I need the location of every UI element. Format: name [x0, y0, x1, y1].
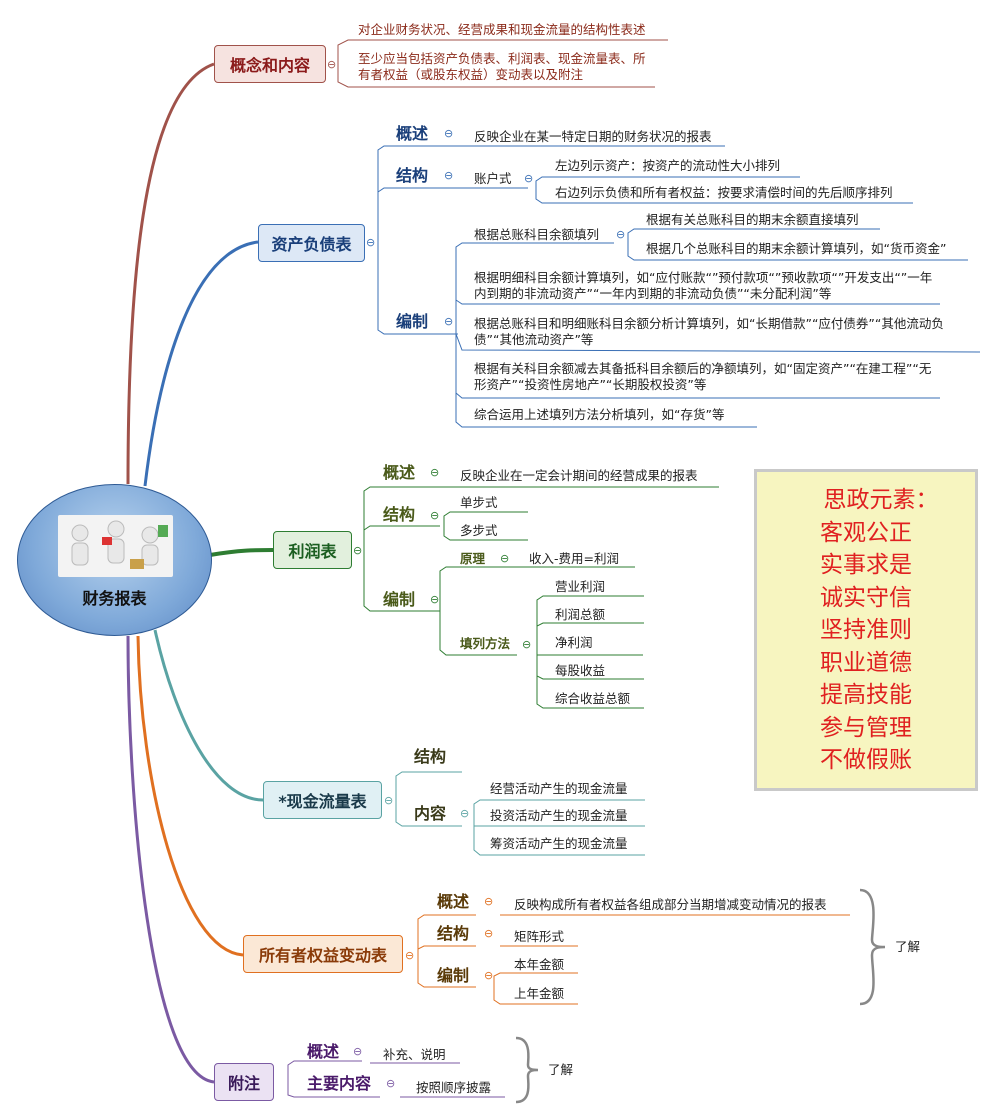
notes-overview-text: 补充、说明: [383, 1047, 446, 1062]
ideology-item: 坚持准则: [820, 617, 912, 643]
equity-compile-item-1: 本年金额: [514, 957, 565, 972]
cashflow-content-label: 内容: [414, 804, 447, 823]
balance-compile-sub-item-2: 根据几个总账科目的期末余额计算填列，如“货币资金”: [646, 241, 947, 256]
profit-overview-label: 概述: [383, 463, 416, 482]
equity-structure-text: 矩阵形式: [514, 929, 565, 944]
cashflow-structure-label: 结构: [414, 747, 447, 766]
collapse-icon[interactable]: ⊖: [444, 127, 454, 140]
profit-method-item-2: 利润总额: [555, 607, 606, 622]
collapse-icon[interactable]: ⊖: [405, 949, 415, 962]
notes-title: 附注: [227, 1074, 260, 1093]
profit-principle-text: 收入-费用=利润: [529, 551, 619, 566]
notes-overview-label: 概述: [307, 1042, 340, 1061]
equity-overview-label: 概述: [437, 892, 470, 911]
balance-compile-label: 编制: [396, 312, 429, 331]
collapse-icon[interactable]: ⊖: [353, 544, 363, 557]
collapse-icon[interactable]: ⊖: [500, 552, 510, 565]
profit-structure-label: 结构: [383, 505, 416, 524]
cashflow-content-item-1: 经营活动产生的现金流量: [490, 781, 628, 796]
notes-brace-note: 了解: [548, 1062, 574, 1077]
balance-structure-label: 结构: [396, 166, 429, 185]
profit-title: 利润表: [288, 542, 337, 561]
balance-compile-item-3: 根据有关科目余额减去其备抵科目余额后的净额填列，如“固定资产”“在建工程”“无形…: [474, 361, 932, 392]
collapse-icon[interactable]: ⊖: [430, 466, 440, 479]
balance-structure-type: 账户式: [474, 171, 512, 186]
equity-node[interactable]: 所有者权益变动表: [243, 935, 403, 973]
collapse-icon[interactable]: ⊖: [460, 807, 470, 820]
equity-overview-text: 反映构成所有者权益各组成部分当期增减变动情况的报表: [514, 897, 827, 912]
equity-compile-item-2: 上年金额: [514, 986, 565, 1001]
ideology-item: 职业道德: [820, 649, 912, 676]
collapse-icon[interactable]: ⊖: [444, 169, 454, 182]
profit-compile-label: 编制: [383, 590, 416, 609]
collapse-icon[interactable]: ⊖: [484, 895, 494, 908]
profit-overview-text: 反映企业在一定会计期间的经营成果的报表: [460, 468, 698, 483]
notes-main-label: 主要内容: [307, 1074, 372, 1093]
collapse-icon[interactable]: ⊖: [384, 794, 394, 807]
balance-compile-item-1: 根据明细科目余额计算填列，如“应付账款“”预付款项“”预收款项“”开发支出“”一…: [474, 270, 933, 301]
balance-node[interactable]: 资产负债表: [258, 224, 365, 262]
balance-structure-item-2: 右边列示负债和所有者权益：按要求清偿时间的先后顺序排列: [555, 185, 893, 200]
balance-overview-label: 概述: [396, 124, 429, 143]
profit-method-label: 填列方法: [460, 636, 511, 651]
profit-method-item-4: 每股收益: [555, 663, 606, 678]
profit-structure-item-2: 多步式: [460, 523, 498, 538]
ideology-title: 思政元素：: [823, 487, 939, 513]
cashflow-content-item-3: 筹资活动产生的现金流量: [490, 836, 628, 851]
ideology-box: 思政元素： 客观公正 实事求是 诚实守信 坚持准则 职业道德 提高技能 参与管理…: [754, 469, 978, 791]
collapse-icon[interactable]: ⊖: [327, 58, 337, 71]
collapse-icon[interactable]: ⊖: [353, 1045, 363, 1058]
collapse-icon[interactable]: ⊖: [386, 1077, 396, 1090]
balance-overview-text: 反映企业在某一特定日期的财务状况的报表: [474, 129, 712, 144]
profit-method-item-1: 营业利润: [555, 579, 606, 594]
ideology-item: 提高技能: [820, 682, 912, 708]
collapse-icon[interactable]: ⊖: [522, 638, 532, 651]
collapse-icon[interactable]: ⊖: [430, 509, 440, 522]
notes-main-text: 按照顺序披露: [416, 1080, 492, 1095]
balance-compile-sub-item-1: 根据有关总账科目的期末余额直接填列: [646, 212, 859, 227]
collapse-icon[interactable]: ⊖: [430, 593, 440, 606]
concept-title: 概念和内容: [229, 56, 310, 75]
equity-compile-label: 编制: [437, 966, 470, 985]
balance-compile-item-2: 根据总账科目和明细账科目余额分析计算填列，如“长期借款”“应付债券”“其他流动负…: [474, 316, 944, 347]
profit-principle-label: 原理: [460, 551, 486, 566]
equity-title: 所有者权益变动表: [258, 946, 387, 965]
balance-compile-item-4: 综合运用上述填列方法分析填列，如“存货”等: [474, 407, 725, 422]
collapse-icon[interactable]: ⊖: [524, 172, 534, 185]
concept-item-1: 对企业财务状况、经营成果和现金流量的结构性表述: [358, 22, 646, 37]
cashflow-title: *现金流量表: [278, 792, 367, 811]
ideology-item: 客观公正: [820, 519, 912, 546]
collapse-icon[interactable]: ⊖: [616, 228, 626, 241]
collapse-icon[interactable]: ⊖: [366, 236, 376, 249]
ideology-item: 参与管理: [820, 714, 912, 741]
collapse-icon[interactable]: ⊖: [484, 969, 494, 982]
notes-node[interactable]: 附注: [214, 1063, 274, 1101]
root-node[interactable]: 财务报表: [17, 484, 212, 636]
balance-compile-sub: 根据总账科目余额填列: [474, 227, 600, 242]
cashflow-node[interactable]: *现金流量表: [263, 781, 382, 819]
concept-item-2: 至少应当包括资产负债表、利润表、现金流量表、所有者权益（或股东权益）变动表以及附…: [358, 51, 646, 82]
business-people-clipart: [58, 515, 173, 577]
balance-structure-item-1: 左边列示资产：按资产的流动性大小排列: [555, 158, 781, 173]
root-label: 财务报表: [82, 589, 147, 608]
ideology-item: 不做假账: [820, 747, 912, 773]
profit-method-item-5: 综合收益总额: [555, 691, 631, 706]
equity-brace-note: 了解: [895, 939, 921, 954]
profit-structure-item-1: 单步式: [460, 495, 498, 510]
equity-structure-label: 结构: [437, 924, 470, 943]
balance-title: 资产负债表: [271, 235, 352, 254]
profit-method-item-3: 净利润: [555, 635, 593, 650]
profit-node[interactable]: 利润表: [273, 531, 352, 569]
cashflow-content-item-2: 投资活动产生的现金流量: [490, 808, 628, 823]
ideology-item: 诚实守信: [820, 584, 912, 611]
collapse-icon[interactable]: ⊖: [444, 315, 454, 328]
concept-node[interactable]: 概念和内容: [214, 45, 326, 83]
ideology-item: 实事求是: [820, 552, 912, 578]
collapse-icon[interactable]: ⊖: [484, 927, 494, 940]
